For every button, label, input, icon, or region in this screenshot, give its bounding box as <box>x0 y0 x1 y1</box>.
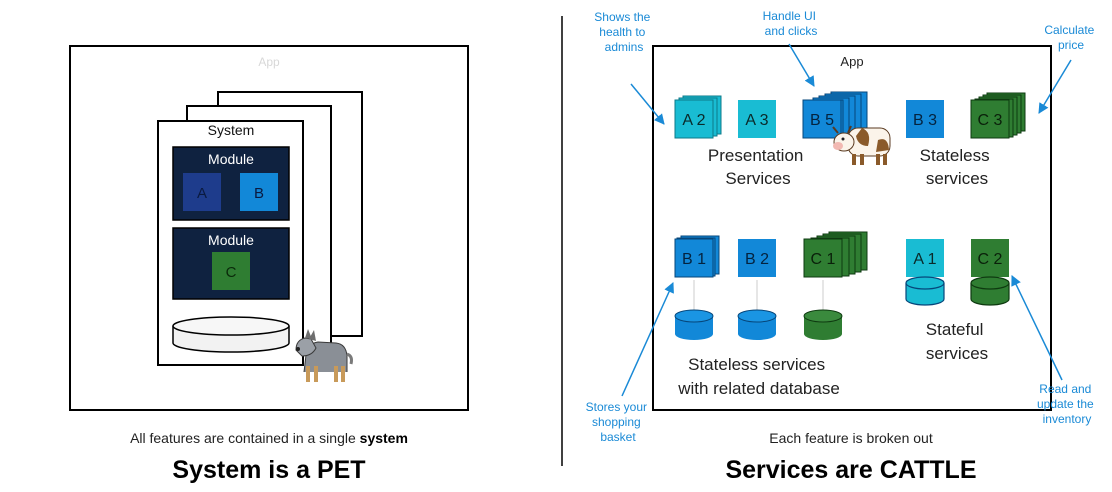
left-heading: System is a PET <box>172 456 365 484</box>
svg-text:C 2: C 2 <box>978 251 1003 268</box>
svg-text:A 2: A 2 <box>682 112 705 129</box>
svg-text:B 2: B 2 <box>745 251 769 268</box>
svg-text:B 5: B 5 <box>810 112 834 129</box>
module-box-b <box>240 173 278 211</box>
service-a2: A 2 <box>674 95 722 139</box>
stateless-with-db-label: Stateless services with related database <box>677 355 840 398</box>
right-caption: Each feature is broken out <box>769 430 933 446</box>
cow-icon <box>832 125 891 165</box>
module-2-label: Module <box>208 232 254 248</box>
dog-icon <box>295 329 353 382</box>
svg-text:C 1: C 1 <box>811 251 836 268</box>
database-b1 <box>674 309 714 340</box>
db-connectors <box>693 280 824 310</box>
presentation-services-label: Presentation Services <box>708 146 808 188</box>
svg-text:A 1: A 1 <box>913 251 936 268</box>
annotation-health: Shows the health to admins <box>594 10 665 125</box>
module-box-a <box>183 173 221 211</box>
service-b5: B 5 <box>802 91 868 139</box>
service-c1: C 1 <box>803 231 868 278</box>
service-c3: C 3 <box>970 92 1026 139</box>
left-caption: All features are contained in a single s… <box>130 430 408 446</box>
service-c2: C 2 <box>971 239 1009 277</box>
module-box-c-label: C <box>226 264 237 281</box>
annotation-inventory: Read and update the inventory <box>1011 275 1097 426</box>
svg-text:Shows the health to: Shows the health to admins <box>594 10 653 54</box>
database-c1 <box>803 309 843 340</box>
annotation-ui: Handle UI and clicks <box>763 9 820 87</box>
module-1-label: Module <box>208 151 254 167</box>
module-box-a-label: A <box>197 185 207 202</box>
database-icon <box>172 316 290 353</box>
stateful-services-label: Stateful services <box>926 320 988 363</box>
svg-text:Handle UI and clicks: Handle UI and clicks <box>763 9 820 38</box>
service-a1: A 1 <box>906 239 944 277</box>
annotation-price: Calculate price <box>1038 23 1097 114</box>
svg-text:Stores your shopping: Stores your shopping basket <box>586 400 651 444</box>
stateless-services-label: Stateless services <box>920 146 995 188</box>
service-b3: B 3 <box>906 100 944 138</box>
svg-text:Read and update the: Read and update the inventory <box>1037 382 1097 426</box>
service-a3: A 3 <box>738 100 776 138</box>
right-panel: App A 2 A 3 B 5 B 3 <box>586 9 1097 484</box>
svg-text:Calculate price: Calculate price <box>1044 23 1097 52</box>
database-c2 <box>970 276 1010 306</box>
services-app-label: App <box>840 54 863 69</box>
module-box-c <box>212 252 250 290</box>
app-label: App <box>258 55 280 69</box>
database-a1 <box>905 276 945 306</box>
svg-text:C 3: C 3 <box>978 112 1003 129</box>
svg-text:A 3: A 3 <box>745 112 768 129</box>
left-panel: App System Module A B Module C <box>69 45 469 484</box>
service-b2: B 2 <box>738 239 776 277</box>
database-b2 <box>737 309 777 340</box>
system-label: System <box>208 122 255 138</box>
module-box-b-label: B <box>254 185 264 202</box>
right-heading: Services are CATTLE <box>725 456 976 484</box>
svg-text:B 3: B 3 <box>913 112 937 129</box>
annotation-basket: Stores your shopping basket <box>586 282 674 444</box>
service-b1: B 1 <box>674 235 720 278</box>
svg-text:B 1: B 1 <box>682 251 706 268</box>
